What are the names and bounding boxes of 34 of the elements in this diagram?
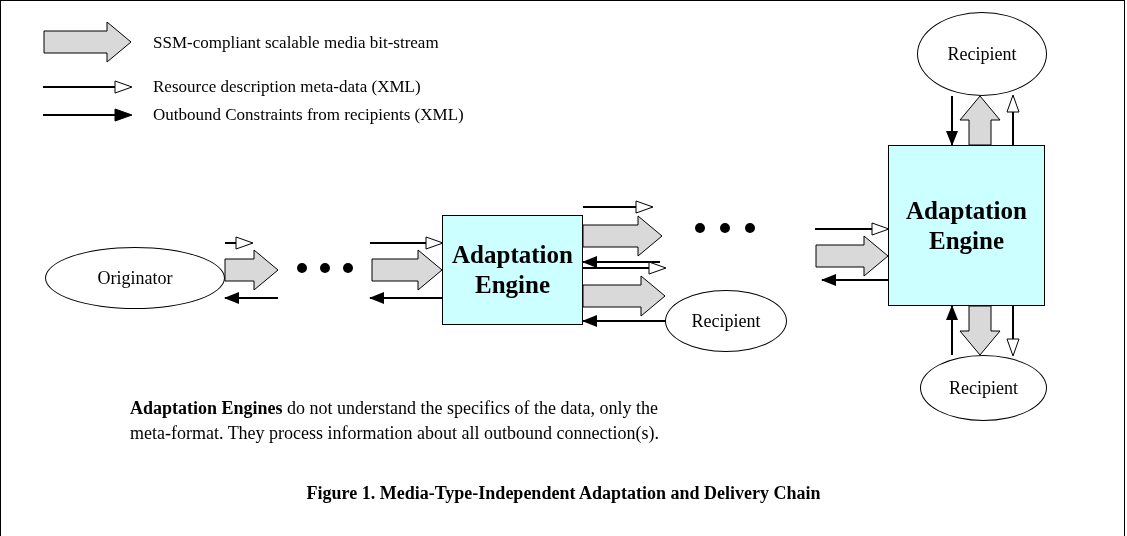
legend-text: Resource description meta-data (XML) bbox=[153, 78, 421, 95]
node-label: Originator bbox=[97, 266, 173, 290]
block-arrow bbox=[371, 249, 443, 291]
block-arrow bbox=[582, 215, 663, 257]
arrow bbox=[821, 274, 889, 286]
legend-text: SSM-compliant scalable media bit-stream bbox=[153, 33, 439, 51]
node-label: Recipient bbox=[691, 309, 761, 333]
arrow bbox=[224, 292, 279, 304]
arrow bbox=[814, 222, 890, 236]
legend-text: Outbound Constraints from recipients (XML) bbox=[153, 106, 464, 123]
node-label: Adaptation Engine bbox=[451, 240, 574, 300]
node-label: Recipient bbox=[947, 42, 1017, 66]
engine-box bbox=[888, 145, 1045, 306]
figure-caption: Figure 1. Media-Type-Independent Adaptation and Delivery Chain bbox=[305, 482, 822, 505]
arrow bbox=[582, 200, 654, 214]
arrow bbox=[1006, 94, 1020, 146]
arrow bbox=[582, 315, 666, 327]
arrow bbox=[369, 292, 443, 304]
block-arrow bbox=[582, 275, 666, 317]
engine-box bbox=[442, 215, 583, 325]
arrow bbox=[369, 236, 444, 250]
block-arrow bbox=[815, 235, 889, 277]
block-arrow bbox=[224, 249, 279, 291]
arrow bbox=[224, 236, 254, 250]
block-arrow bbox=[959, 305, 1001, 356]
node-label: Recipient bbox=[949, 376, 1018, 400]
arrow bbox=[582, 261, 667, 275]
note-paragraph: Adaptation Engines do not understand the specifics of the data, only the meta-format. They process information about all outbound connection(s). bbox=[130, 397, 661, 446]
arrow bbox=[946, 95, 958, 146]
block-arrow bbox=[959, 95, 1001, 146]
node-label: Adaptation Engine bbox=[905, 195, 1028, 256]
arrow bbox=[582, 256, 661, 268]
arrow bbox=[1006, 305, 1020, 357]
arrow bbox=[946, 305, 958, 356]
